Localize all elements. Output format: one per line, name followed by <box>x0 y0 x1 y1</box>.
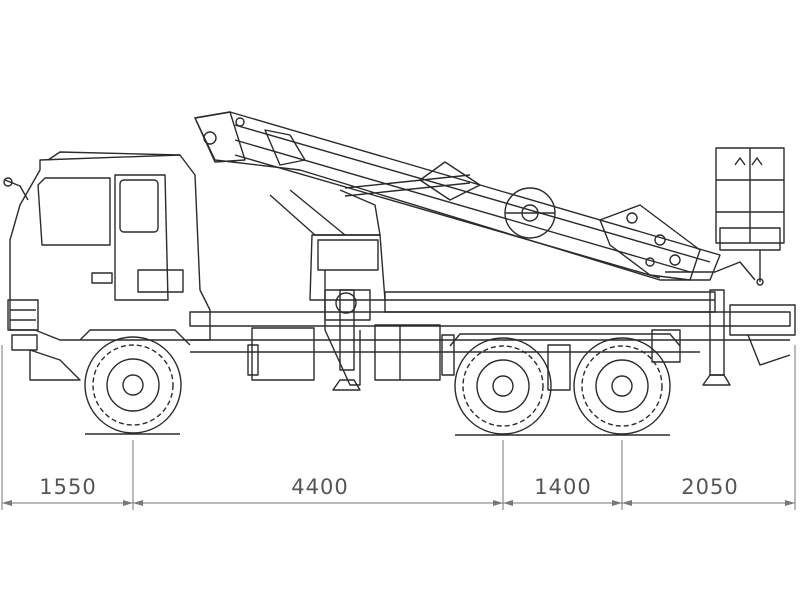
dimension-arrows <box>2 500 795 506</box>
front-wheel <box>79 329 191 434</box>
rear-fender <box>449 333 681 347</box>
side-equipment <box>247 289 731 391</box>
dimension-bogie-spacing: 1400 <box>534 475 592 499</box>
rear-wheel-2 <box>573 337 671 435</box>
dimension-rear-overhang: 2050 <box>681 475 739 499</box>
crane-turret <box>269 189 386 386</box>
dimension-wheelbase: 4400 <box>291 475 349 499</box>
rear-wheel-1 <box>454 337 552 435</box>
crane-boom <box>194 111 756 281</box>
work-basket <box>715 147 785 286</box>
dimension-front-overhang: 1550 <box>39 475 97 499</box>
truck-cab <box>3 151 211 381</box>
